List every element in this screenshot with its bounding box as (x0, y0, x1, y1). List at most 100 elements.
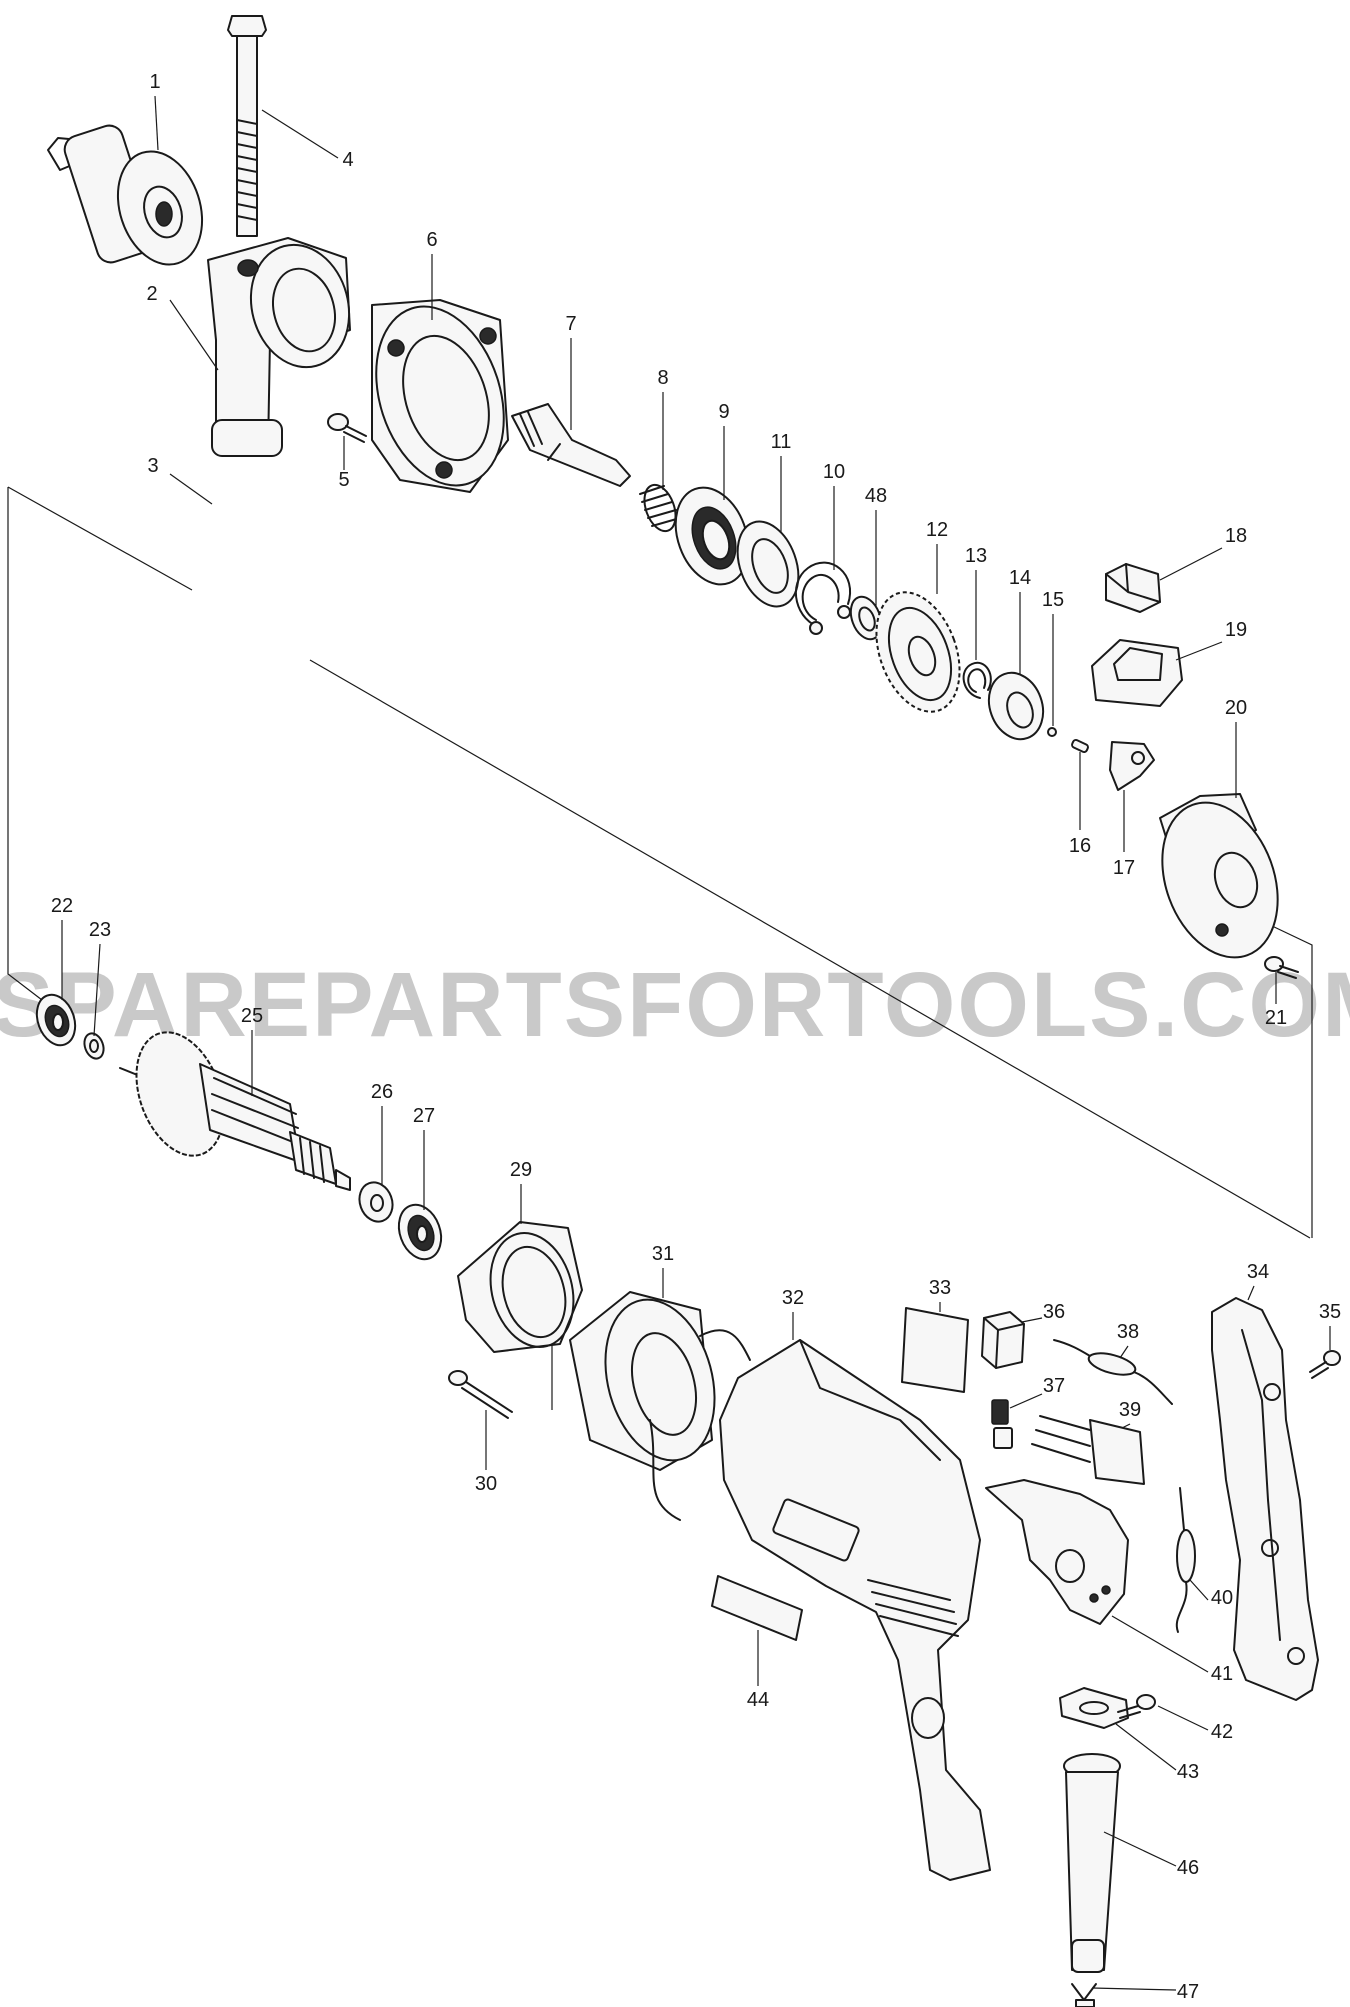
part-23-insulation-washer-drawing (83, 1032, 105, 1060)
part-46-cord-guard-drawing (1063, 1753, 1121, 1973)
leader-line-part-42 (1157, 1705, 1209, 1731)
part-label-30: 30 (475, 1473, 497, 1495)
part-31-field-drawing (569, 1291, 751, 1521)
part-label-18: 18 (1225, 525, 1247, 547)
part-label-42: 42 (1211, 1721, 1233, 1743)
leader-line-part-40 (1189, 1579, 1209, 1601)
part-29-baffle-plate-drawing (457, 1221, 583, 1353)
part-label-8: 8 (657, 367, 668, 389)
leader-line-part-2 (169, 299, 219, 371)
part-label-11: 11 (771, 431, 792, 453)
part-30-screw-drawing (448, 1370, 513, 1419)
part-label-7: 7 (565, 313, 576, 335)
part-label-47: 47 (1177, 1981, 1199, 2003)
part-label-48: 48 (865, 485, 887, 507)
watermark-text: SPAREPARTSFORTOOLS.COM.AU (0, 954, 1350, 1056)
part-label-14: 14 (1009, 567, 1031, 589)
part-11-flat-washer-drawing (736, 520, 800, 608)
leader-line-part-43 (1115, 1723, 1177, 1771)
part-38-noise-suppressor-drawing (1053, 1339, 1173, 1405)
leader-line-part-46 (1103, 1831, 1177, 1867)
part-44-name-plate-drawing (711, 1575, 803, 1641)
leader-line-part-39 (1121, 1423, 1131, 1429)
part-label-13: 13 (965, 545, 987, 567)
leader-line-part-3 (169, 473, 213, 505)
part-label-6: 6 (426, 229, 437, 251)
part-label-20: 20 (1225, 697, 1247, 719)
part-label-22: 22 (51, 895, 73, 917)
leader-line-part-37 (1009, 1393, 1043, 1409)
part-4-long-bolt-drawing (227, 15, 267, 237)
part-1-drill-chuck-drawing (47, 124, 204, 266)
part-label-37: 37 (1043, 1375, 1065, 1397)
part-26-flat-washer-drawing (358, 1181, 394, 1223)
part-12-spur-gear-drawing (875, 591, 961, 713)
part-22-ball-bearing-drawing (35, 993, 77, 1047)
part-7-spindle-drawing (511, 403, 631, 487)
part-label-17: 17 (1113, 857, 1135, 879)
part-label-25: 25 (241, 1005, 263, 1027)
part-6-gear-housing-cover-drawing (371, 299, 509, 493)
part-label-3: 3 (147, 455, 158, 477)
part-17-change-plate-drawing (1109, 741, 1155, 791)
part-label-46: 46 (1177, 1857, 1199, 1879)
part-47-cord-drawing (1071, 1983, 1097, 2007)
part-32-motor-housing-drawing (719, 1339, 991, 1881)
part-9-ball-bearing-drawing (674, 486, 750, 586)
part-16-pin-drawing (1071, 738, 1089, 754)
leader-line-part-4 (261, 109, 339, 159)
part-label-26: 26 (371, 1081, 393, 1103)
part-13-retaining-ring-drawing (962, 661, 992, 699)
part-label-9: 9 (718, 401, 729, 423)
part-label-2: 2 (146, 283, 157, 305)
part-27-ball-bearing-drawing (397, 1203, 443, 1261)
part-label-23: 23 (89, 919, 111, 941)
part-label-12: 12 (926, 519, 948, 541)
part-18-change-lever-drawing (1105, 563, 1161, 613)
leader-line-part-38 (1119, 1345, 1129, 1359)
part-label-10: 10 (823, 461, 845, 483)
assembly-guide-lines (7, 486, 1313, 1410)
part-34-handle-cover-drawing (1211, 1297, 1319, 1701)
part-19-lever-cover-drawing (1091, 639, 1183, 707)
part-label-35: 35 (1319, 1301, 1341, 1323)
part-label-5: 5 (338, 469, 349, 491)
part-2-grip-base-drawing (207, 237, 351, 457)
leader-line-part-1 (154, 95, 159, 151)
part-label-27: 27 (413, 1105, 435, 1127)
leader-line-part-41 (1111, 1615, 1209, 1673)
leader-line-part-36 (1021, 1317, 1043, 1323)
leader-line-part-34 (1247, 1285, 1255, 1301)
part-35-screw-drawing (1309, 1350, 1341, 1379)
part-42-screw-drawing (1117, 1694, 1156, 1719)
part-label-40: 40 (1211, 1587, 1233, 1609)
leader-line-part-18 (1159, 547, 1223, 581)
part-36-brush-holder-drawing (981, 1311, 1025, 1369)
part-label-21: 21 (1265, 1007, 1287, 1029)
part-label-34: 34 (1247, 1261, 1269, 1283)
part-14-ratchet-drawing (987, 671, 1045, 741)
part-label-31: 31 (652, 1243, 674, 1265)
part-8-spring-drawing (639, 483, 681, 533)
part-label-15: 15 (1042, 589, 1064, 611)
part-41-switch-drawing (985, 1479, 1129, 1625)
part-label-16: 16 (1069, 835, 1091, 857)
part-label-32: 32 (782, 1287, 804, 1309)
part-20-gear-housing-drawing (1159, 793, 1279, 959)
part-10-retaining-ring-drawing (794, 561, 851, 635)
part-39-capacitor-drawing (1031, 1415, 1145, 1485)
part-label-44: 44 (747, 1689, 769, 1711)
part-48-spacer-drawing (849, 595, 883, 641)
part-25-armature-drawing (119, 1031, 351, 1191)
part-label-41: 41 (1211, 1663, 1233, 1685)
leader-lines (61, 95, 1331, 1991)
part-5-screw-drawing (327, 413, 367, 443)
part-33-label-drawing (901, 1307, 969, 1393)
part-label-36: 36 (1043, 1301, 1065, 1323)
part-21-screw-drawing (1264, 956, 1299, 979)
part-label-33: 33 (929, 1277, 951, 1299)
part-labels: 1234567891011121314151617181920212223252… (51, 71, 1341, 2003)
part-43-strain-relief-drawing (1059, 1687, 1129, 1729)
part-label-1: 1 (149, 71, 160, 93)
